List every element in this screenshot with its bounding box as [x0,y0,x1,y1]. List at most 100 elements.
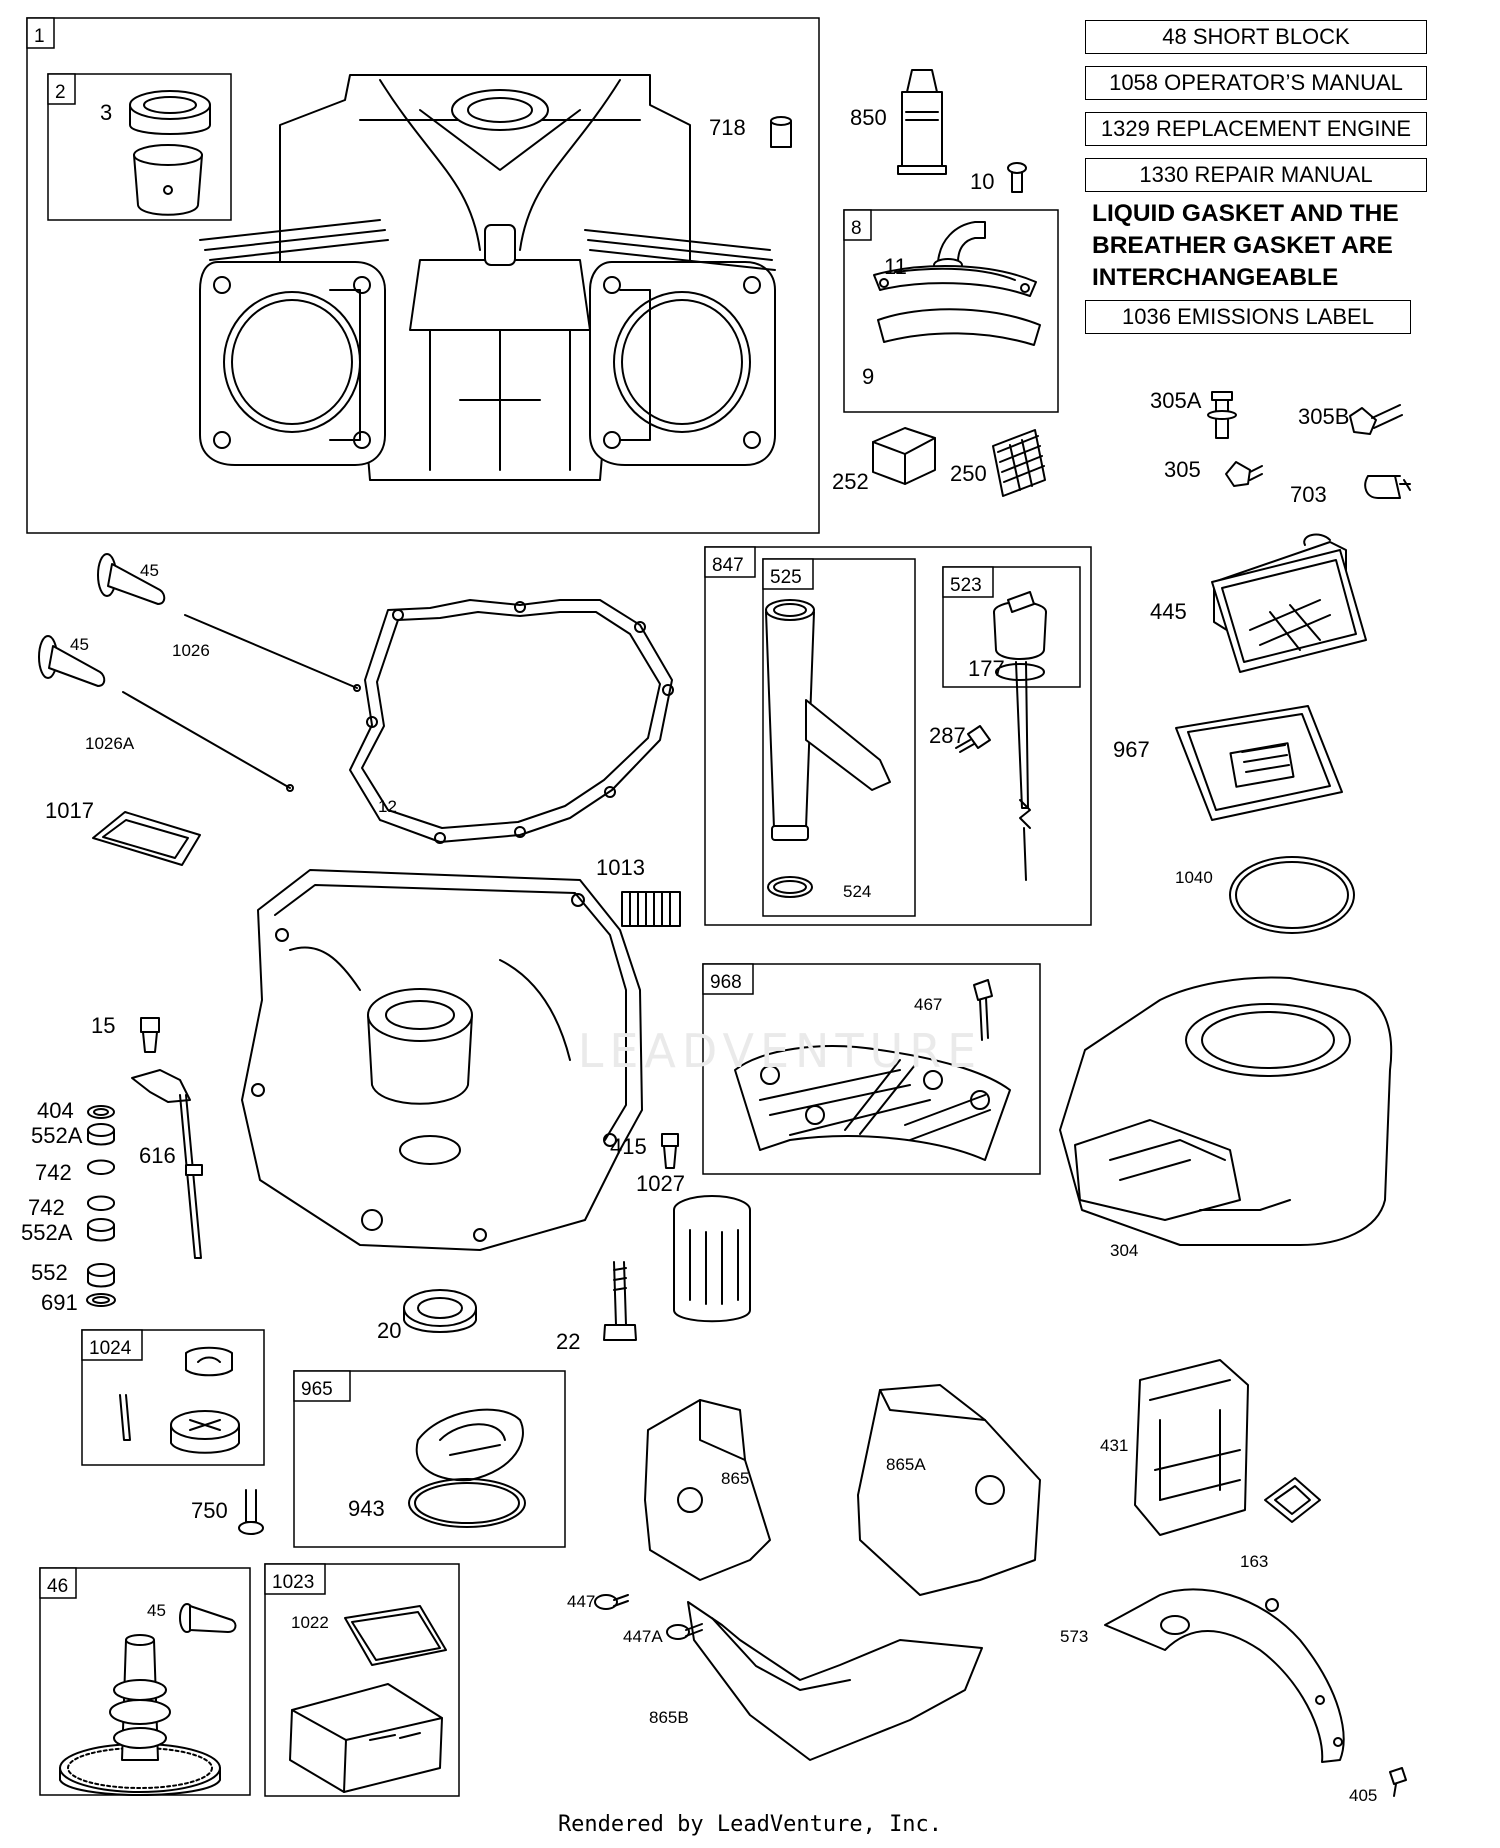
rocker-cover-illustration [289,1605,447,1793]
box-number-1: 1 [34,26,45,47]
spring-1013-illustration [621,891,681,927]
crankcase-cover-illustration [241,869,643,1251]
box-number-525: 525 [770,567,802,588]
air-filter-illustration [1211,533,1367,673]
gasket-note: LIQUID GASKET AND THE BREATHER GASKET AR… [1092,198,1472,294]
callout-524: 524 [843,882,871,901]
callout-10: 10 [970,169,994,194]
callout-552A-upper: 552A [31,1123,83,1148]
frame-1023 [264,1563,460,1797]
pre-cleaner-illustration [1175,705,1343,821]
washers-illustration [86,1105,116,1307]
cylinder-block-illustration [199,74,776,481]
crankcase-gasket-illustration [349,599,674,844]
callout-45-camshaft: 45 [147,1601,166,1620]
box-number-968: 968 [710,972,742,993]
note-operators-manual: 1058 OPERATOR’S MANUAL [1085,66,1427,100]
dipstick-tube-illustration [765,599,891,898]
callout-1026A: 1026A [85,734,135,753]
callout-1017: 1017 [45,798,94,823]
footer-rendered-by: Rendered by LeadVenture, Inc. [557,1812,943,1837]
governor-shaft-illustration [131,1069,203,1259]
callout-11: 11 [884,254,907,279]
callout-1022: 1022 [291,1613,329,1632]
callout-1027: 1027 [636,1171,685,1196]
oil-filter-illustration [673,1195,751,1323]
lower-baffle-illustration [687,1601,983,1761]
box-number-523: 523 [950,575,982,596]
callout-250: 250 [950,461,987,486]
callout-15: 15 [91,1013,115,1038]
box-number-1024: 1024 [89,1338,132,1359]
callout-742-lower: 742 [28,1195,65,1220]
box-number-8: 8 [851,218,862,239]
callout-750: 750 [191,1498,228,1523]
gasket-note-line-3: INTERCHANGEABLE [1092,264,1339,291]
gasket-1017-illustration [92,811,201,866]
camshaft-illustration [59,1603,237,1796]
frame-525 [762,558,916,917]
callout-22: 22 [556,1329,580,1354]
note-replacement-engine: 1329 REPLACEMENT ENGINE [1085,112,1427,146]
callout-405: 405 [1349,1786,1377,1805]
callout-404: 404 [37,1098,74,1123]
plug-15-illustration [140,1017,160,1053]
callout-865A: 865A [886,1455,926,1474]
callout-12: 12 [378,797,397,816]
box-number-2: 2 [55,82,66,103]
callout-865: 865 [721,1469,749,1488]
bracket-573-illustration [1104,1588,1407,1797]
callout-45-lower: 45 [70,635,89,654]
callout-865B: 865B [649,1708,689,1727]
callout-467: 467 [914,995,942,1014]
frame-523 [942,566,1081,688]
callout-703: 703 [1290,482,1327,507]
foam-screen-illustration [872,427,1046,497]
callout-415: 415 [610,1134,647,1159]
callout-552A-lower: 552A [21,1220,73,1245]
callout-305: 305 [1164,457,1201,482]
callout-20: 20 [377,1318,401,1343]
note-short-block: 48 SHORT BLOCK [1085,20,1427,54]
gasket-note-line-2: BREATHER GASKET ARE [1092,232,1393,259]
callout-616: 616 [139,1143,176,1168]
callout-552: 552 [31,1260,68,1285]
callout-9: 9 [862,364,874,389]
note-repair-manual: 1330 REPAIR MANUAL [1085,158,1427,192]
frame-1024 [81,1329,265,1466]
callout-252: 252 [832,469,869,494]
note-emissions-label: 1036 EMISSIONS LABEL [1085,300,1411,334]
frame-8 [843,209,1059,413]
bushing-718-illustration [770,116,792,148]
dipstick-illustration [955,591,1047,881]
callout-304: 304 [1110,1241,1138,1260]
callout-742-upper: 742 [35,1160,72,1185]
callout-1040: 1040 [1175,868,1213,887]
gasket-note-line-1: LIQUID GASKET AND THE [1092,200,1399,227]
callout-45-upper: 45 [140,561,159,580]
bearing-seal-illustration [129,90,211,216]
callout-1026: 1026 [172,641,210,660]
air-intake-illustration [1134,1359,1321,1536]
blower-housing-illustration [1059,976,1393,1246]
valve-cover-illustration [734,979,1011,1161]
frame-1 [26,17,820,534]
baffles-illustration [644,1384,1041,1596]
callout-943: 943 [348,1496,385,1521]
box-number-1023: 1023 [272,1572,314,1593]
screw-750-illustration [238,1489,264,1535]
callout-1013: 1013 [596,855,645,880]
bolt-22-illustration [603,1261,637,1341]
callout-305B: 305B [1298,404,1349,429]
breather-assembly-illustration [873,221,1041,346]
callout-447: 447 [567,1592,595,1611]
callout-287: 287 [929,723,966,748]
plug-415-illustration [661,1133,679,1169]
callout-431: 431 [1100,1436,1128,1455]
frame-847 [704,546,1092,926]
callout-691: 691 [41,1290,78,1315]
frame-2 [47,73,232,221]
box-number-965: 965 [301,1379,333,1400]
box-number-46: 46 [47,1576,68,1597]
